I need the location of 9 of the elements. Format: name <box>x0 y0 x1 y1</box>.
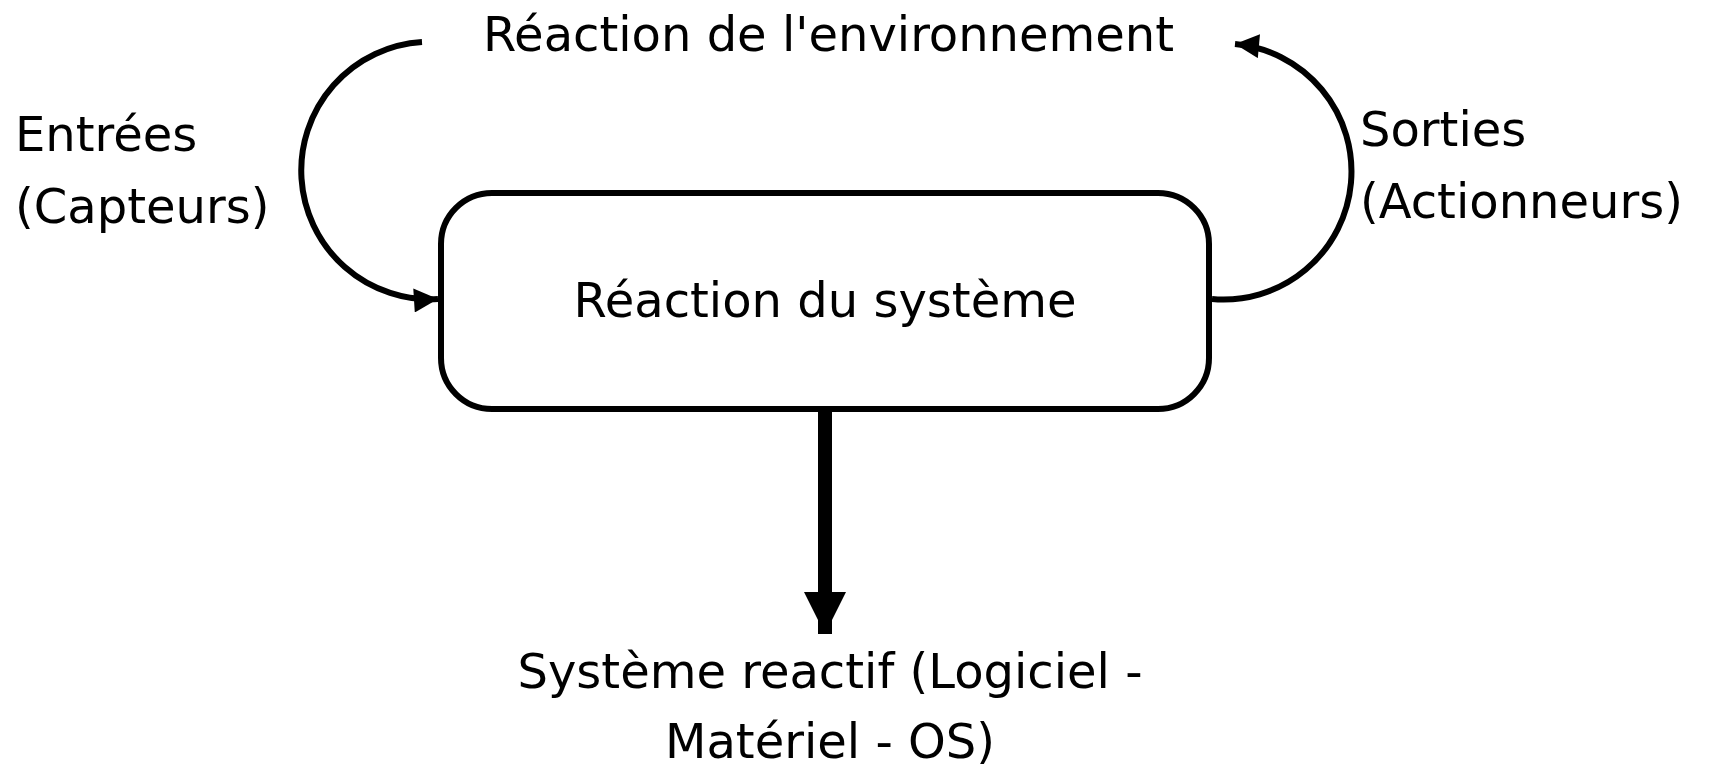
arrow <box>1211 35 1355 303</box>
arrow <box>804 412 846 634</box>
node-label: Système reactif (Logiciel - Matériel - OS) <box>516 642 1144 771</box>
process-box <box>438 190 1212 412</box>
arrow <box>298 39 438 311</box>
edge-label: Sorties (Actionneurs) <box>1360 100 1684 231</box>
edge-label: Entrées (Capteurs) <box>15 105 271 236</box>
box-label: Réaction du système <box>573 271 1077 331</box>
node-label: Réaction de l'environnement <box>482 5 1175 65</box>
